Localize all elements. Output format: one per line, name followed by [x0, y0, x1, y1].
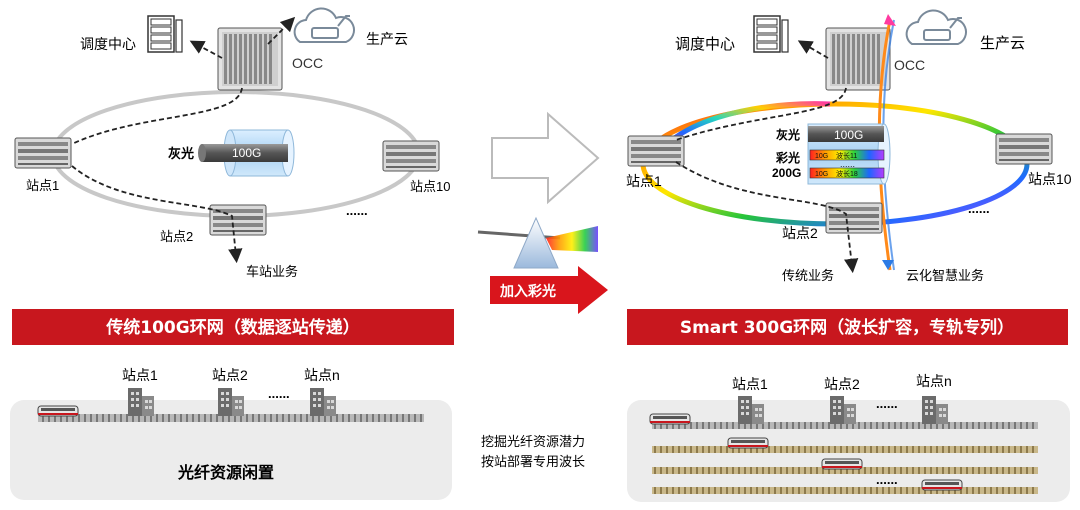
- right-rainbow-label-2: 200G: [772, 166, 801, 180]
- right-cloud-label: 生产云: [980, 35, 1025, 52]
- left-site10-device: [382, 140, 440, 172]
- big-right-arrow-icon: [491, 111, 600, 205]
- left-arrow-to-cloud: [267, 16, 296, 45]
- left-building-1-icon: [128, 388, 154, 416]
- right-network-diagram: 调度中心 OCC 生产云 站点1 站点10 站点2 ...... 传统业务 云化…: [626, 9, 1072, 283]
- right-lambda-text-b: 波长18: [836, 169, 858, 178]
- right-cloud-camera-icon: [905, 9, 967, 45]
- left-dashed-path-occ-site1: [71, 87, 243, 145]
- left-bottom-panel: 站点1 站点2 站点n ...... 光纤资源闲置: [10, 367, 452, 500]
- right-gray-light-label: 灰光: [776, 127, 800, 142]
- left-station-service-label: 车站业务: [246, 264, 298, 279]
- right-cloud-service-label: 云化智慧业务: [906, 268, 984, 283]
- left-site10-label: 站点10: [410, 179, 450, 194]
- left-banner: [12, 309, 454, 345]
- left-occ-rack-icon: [217, 27, 283, 91]
- right-dashed-path-occ-site1: [675, 87, 847, 141]
- right-lambda-text-a: 波长11: [836, 151, 857, 160]
- right-control-center-label: 调度中心: [675, 36, 735, 53]
- right-site1-device: [627, 135, 685, 167]
- right-ring-ellipsis: ......: [968, 201, 990, 216]
- left-banner-title: 传统100G环网（数据逐站传递）: [105, 317, 359, 338]
- right-site2-label: 站点2: [782, 225, 818, 241]
- right-rail-track-1: [652, 422, 1038, 429]
- left-occ-label: OCC: [292, 55, 323, 71]
- left-site1-device: [14, 137, 72, 169]
- left-bottom-siten-label: 站点n: [304, 367, 340, 383]
- right-site2-device: [825, 202, 883, 234]
- left-site1-label: 站点1: [26, 178, 59, 193]
- right-train-icon-1: [649, 413, 691, 425]
- right-site10-device: [995, 133, 1053, 165]
- right-fiber-dots: ......: [840, 159, 855, 169]
- add-rainbow-arrow: [490, 266, 608, 314]
- left-rail-track: [38, 414, 424, 422]
- right-site10-label: 站点10: [1028, 171, 1072, 187]
- middle-note-line2: 按站部署专用波长: [481, 454, 585, 469]
- right-bottom-site1-label: 站点1: [732, 376, 768, 392]
- right-bottom-ellipsis: ......: [876, 396, 898, 411]
- right-fiber-100g-label: 100G: [834, 128, 863, 142]
- right-rail-ellipsis: ......: [876, 472, 898, 487]
- right-train-icon-4: [921, 479, 963, 491]
- right-site1-label: 站点1: [626, 173, 662, 189]
- left-cloud-camera-icon: [293, 7, 355, 43]
- left-bottom-ellipsis: ......: [268, 386, 290, 401]
- right-banner: [627, 309, 1068, 345]
- left-building-n-icon: [310, 388, 336, 416]
- right-rail-track-4: [652, 487, 1038, 494]
- left-cloud-label: 生产云: [366, 31, 408, 47]
- right-arrow-to-control: [797, 40, 829, 59]
- left-control-center-label: 调度中心: [80, 36, 136, 52]
- left-train-icon: [37, 405, 79, 417]
- left-site2-label: 站点2: [160, 229, 193, 244]
- right-rail-track-2: [652, 446, 1038, 453]
- fiber-idle-label: 光纤资源闲置: [177, 463, 274, 482]
- right-occ-label: OCC: [894, 57, 925, 73]
- left-network-diagram: 调度中心 OCC 生产云 站点1 站点10 站点2 ...... 车站业务 灰光…: [14, 7, 450, 279]
- add-rainbow-label: 加入彩光: [499, 283, 556, 299]
- right-bottom-panel: 站点1 站点2 站点n ...... ......: [627, 373, 1070, 502]
- left-bottom-site2-label: 站点2: [212, 367, 248, 383]
- left-site2-device: [209, 204, 267, 236]
- left-dashed-path-site1-station: [71, 165, 243, 264]
- right-bottom-siten-label: 站点n: [916, 373, 952, 389]
- right-lambda-10g-a: 10G: [815, 153, 828, 160]
- left-ring-ellipsis: ......: [346, 203, 368, 218]
- left-control-center-icon: [147, 15, 183, 53]
- right-traditional-service-label: 传统业务: [782, 268, 834, 283]
- left-bottom-site1-label: 站点1: [122, 367, 158, 383]
- left-arrow-to-control: [189, 40, 223, 59]
- left-fiber-cylinder: [198, 129, 295, 177]
- right-rail-track-3: [652, 467, 1038, 474]
- left-fiber-100g-label: 100G: [232, 146, 261, 160]
- right-up-arrowhead: [884, 14, 896, 26]
- right-train-icon-3: [821, 458, 863, 470]
- right-rainbow-label-1: 彩光: [775, 150, 800, 165]
- middle-transition: 加入彩光 挖掘光纤资源潜力 按站部署专用波长: [477, 111, 608, 469]
- left-building-2-icon: [218, 388, 244, 416]
- left-gray-light-label: 灰光: [168, 146, 194, 161]
- middle-note-line1: 挖掘光纤资源潜力: [481, 434, 585, 449]
- right-train-icon-2: [727, 437, 769, 449]
- right-fiber-cylinder: [807, 123, 891, 185]
- prism-icon: [477, 216, 598, 269]
- right-lambda-10g-b: 10G: [815, 171, 828, 178]
- right-dashed-path-site1-traditional: [675, 161, 859, 274]
- right-banner-title: Smart 300G环网（波长扩容，专轨专列）: [680, 317, 1014, 338]
- right-bottom-site2-label: 站点2: [824, 376, 860, 392]
- right-down-arrowhead: [882, 260, 894, 270]
- right-control-center-icon: [753, 15, 789, 53]
